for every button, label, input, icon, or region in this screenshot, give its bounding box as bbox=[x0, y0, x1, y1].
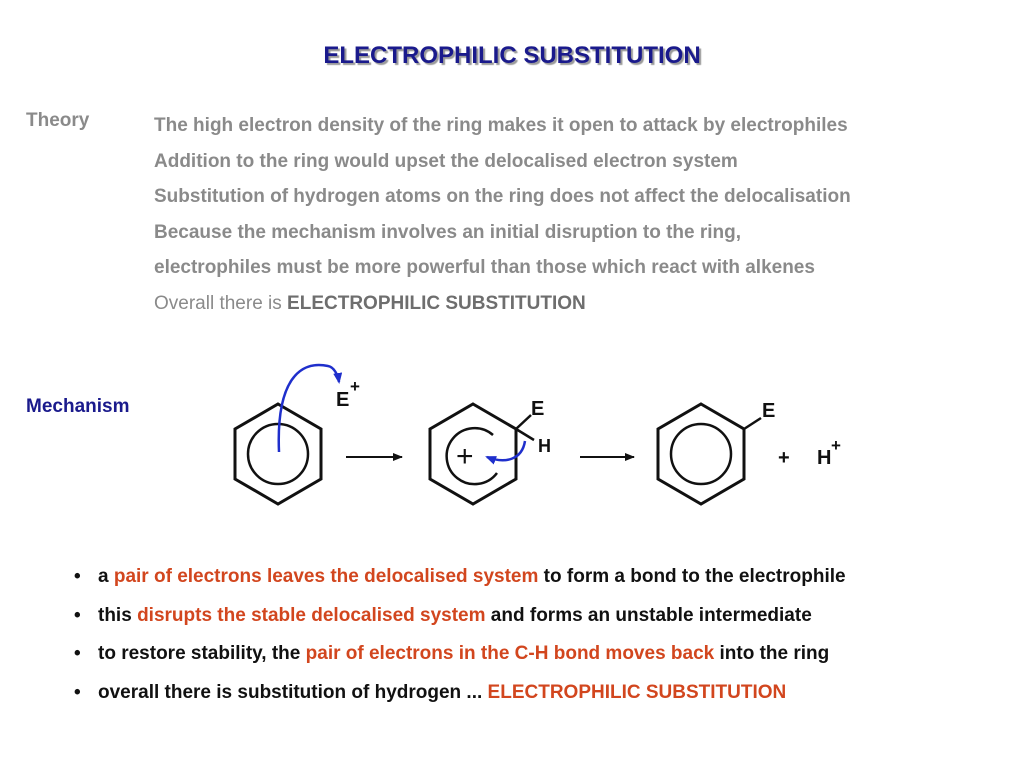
theory-line: Substitution of hydrogen atoms on the ri… bbox=[154, 186, 851, 207]
bullet-highlight: pair of electrons leaves the delocalised… bbox=[113, 566, 539, 587]
proton-label: H bbox=[817, 447, 831, 469]
intermediate-ring bbox=[428, 402, 535, 506]
bullet-item: • overall there is substitution of hydrog… bbox=[74, 674, 846, 713]
bullet-list: • a pair of electrons leaves the delocali… bbox=[74, 558, 846, 712]
bullet-text: a bbox=[98, 566, 114, 587]
page-title: ELECTROPHILIC SUBSTITUTION bbox=[323, 42, 701, 69]
intermediate-charge: + bbox=[456, 440, 474, 473]
electrophile-charge: + bbox=[350, 377, 360, 396]
intermediate-h-label: H bbox=[538, 436, 551, 456]
bullet-text: overall there is substitution of hydroge… bbox=[98, 681, 488, 703]
bullet-highlight: ELECTROPHILIC SUBSTITUTION bbox=[487, 681, 787, 703]
theory-line: electrophiles must be more powerful than… bbox=[154, 257, 815, 278]
electrophile-label: E bbox=[336, 389, 349, 411]
theory-overall-prefix: Overall there is bbox=[154, 292, 288, 314]
bullet-text: this bbox=[98, 604, 138, 626]
bullet-item: • this disrupts the stable delocalised sy… bbox=[74, 597, 846, 636]
bullet-text: into the ring bbox=[714, 643, 830, 664]
theory-overall-line: Overall there is ELECTROPHILIC SUBSTITUT… bbox=[154, 286, 851, 322]
benzene-ring bbox=[233, 402, 323, 506]
theory-line: The high electron density of the ring ma… bbox=[154, 115, 848, 136]
product-e-label: E bbox=[762, 400, 775, 422]
bullet-item: • a pair of electrons leaves the delocali… bbox=[74, 558, 846, 597]
bullet-dot: • bbox=[74, 566, 81, 587]
theory-text: The high electron density of the ring ma… bbox=[154, 108, 851, 321]
product-ring bbox=[656, 402, 762, 506]
curly-arrow-back bbox=[485, 440, 527, 465]
theory-overall-emphasis: ELECTROPHILIC SUBSTITUTION bbox=[287, 292, 586, 314]
bullet-highlight: disrupts the stable delocalised system bbox=[137, 604, 486, 626]
intermediate-e-label: E bbox=[531, 398, 544, 420]
proton-charge: + bbox=[831, 436, 841, 455]
bullet-text: to form a bond to the electrophile bbox=[538, 566, 846, 587]
bullet-dot: • bbox=[74, 681, 81, 703]
theory-line: Because the mechanism involves an initia… bbox=[154, 221, 742, 243]
plus-sign: + bbox=[778, 447, 790, 469]
bullet-highlight: pair of electrons in the C-H bond moves … bbox=[305, 643, 715, 664]
theory-label: Theory bbox=[26, 110, 90, 131]
bullet-item: • to restore stability, the pair of elect… bbox=[74, 635, 846, 674]
bullet-dot: • bbox=[74, 604, 81, 626]
mechanism-label: Mechanism bbox=[26, 396, 130, 417]
bullet-text: to restore stability, the bbox=[98, 643, 306, 664]
theory-line: Addition to the ring would upset the del… bbox=[154, 150, 738, 172]
curly-arrow bbox=[277, 363, 343, 453]
mechanism-diagram: E + E H + E + H + bbox=[233, 363, 841, 506]
bullet-dot: • bbox=[74, 643, 81, 664]
bullet-text: and forms an unstable intermediate bbox=[485, 604, 812, 626]
